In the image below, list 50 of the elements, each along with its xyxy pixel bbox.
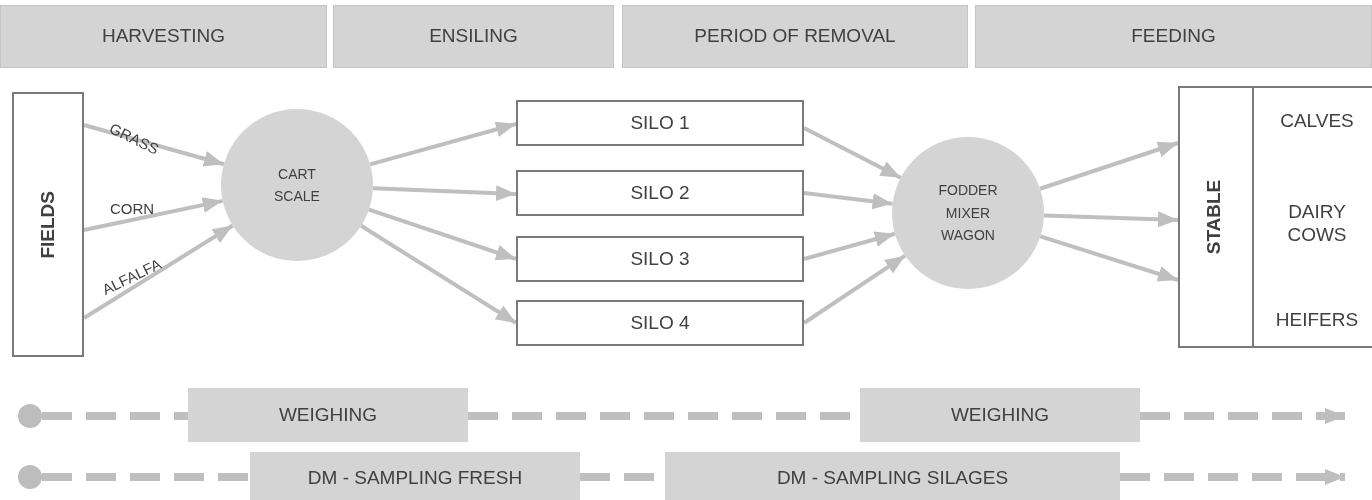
node-label: WEIGHING bbox=[278, 403, 378, 427]
start-dot bbox=[18, 404, 42, 428]
arrow bbox=[803, 191, 893, 210]
fields-box bbox=[12, 92, 84, 357]
arrow bbox=[368, 207, 517, 261]
silo-box bbox=[516, 236, 804, 282]
stable-box bbox=[1178, 86, 1372, 348]
activity-box bbox=[665, 452, 1120, 500]
arrow bbox=[83, 197, 224, 232]
arrow bbox=[803, 126, 902, 180]
scale-circle bbox=[221, 109, 373, 261]
arrow bbox=[83, 123, 225, 167]
activity-box bbox=[188, 388, 468, 442]
node-label: SILO 4 bbox=[630, 311, 690, 335]
node-label: DM - SAMPLING SILAGES bbox=[776, 466, 1009, 490]
stage-header bbox=[0, 5, 327, 68]
silo-box bbox=[516, 170, 804, 216]
stage-header bbox=[622, 5, 968, 68]
node-label: DM - SAMPLING FRESH bbox=[307, 466, 523, 490]
silo-box bbox=[516, 300, 804, 346]
node-label: SILO 2 bbox=[630, 181, 690, 205]
stage-header bbox=[975, 5, 1372, 68]
node-label: DAIRY COWS bbox=[1286, 201, 1348, 247]
node-label: FEEDING bbox=[1131, 25, 1216, 48]
node-label: SILO 1 bbox=[630, 111, 690, 135]
node-label: CART SCALE bbox=[273, 164, 321, 206]
arrow bbox=[1039, 141, 1179, 191]
node-label: SILO 3 bbox=[630, 247, 690, 271]
node-label: PERIOD OF REMOVAL bbox=[694, 25, 896, 48]
node-label: WEIGHING bbox=[950, 403, 1050, 427]
activity-box bbox=[250, 452, 580, 500]
arrow bbox=[372, 185, 517, 202]
arrow bbox=[1043, 211, 1179, 228]
node-label: FODDER MIXER WAGON bbox=[937, 181, 999, 246]
node-label: FIELDS bbox=[36, 190, 59, 259]
activity-box bbox=[860, 388, 1140, 442]
node-label: ENSILING bbox=[429, 25, 518, 48]
edge-label: CORN bbox=[110, 200, 155, 217]
node-label: HARVESTING bbox=[101, 25, 226, 48]
node-label: CALVES bbox=[1279, 109, 1355, 133]
start-dot bbox=[18, 465, 42, 489]
wagon-circle bbox=[892, 137, 1044, 289]
stage-header bbox=[333, 5, 614, 68]
arrow bbox=[1039, 234, 1179, 282]
node-label: HEIFERS bbox=[1274, 308, 1360, 332]
arrow bbox=[369, 121, 517, 167]
arrow bbox=[803, 231, 896, 261]
node-label: STABLE bbox=[1203, 179, 1225, 255]
arrow bbox=[360, 224, 518, 325]
silo-box bbox=[516, 100, 804, 146]
